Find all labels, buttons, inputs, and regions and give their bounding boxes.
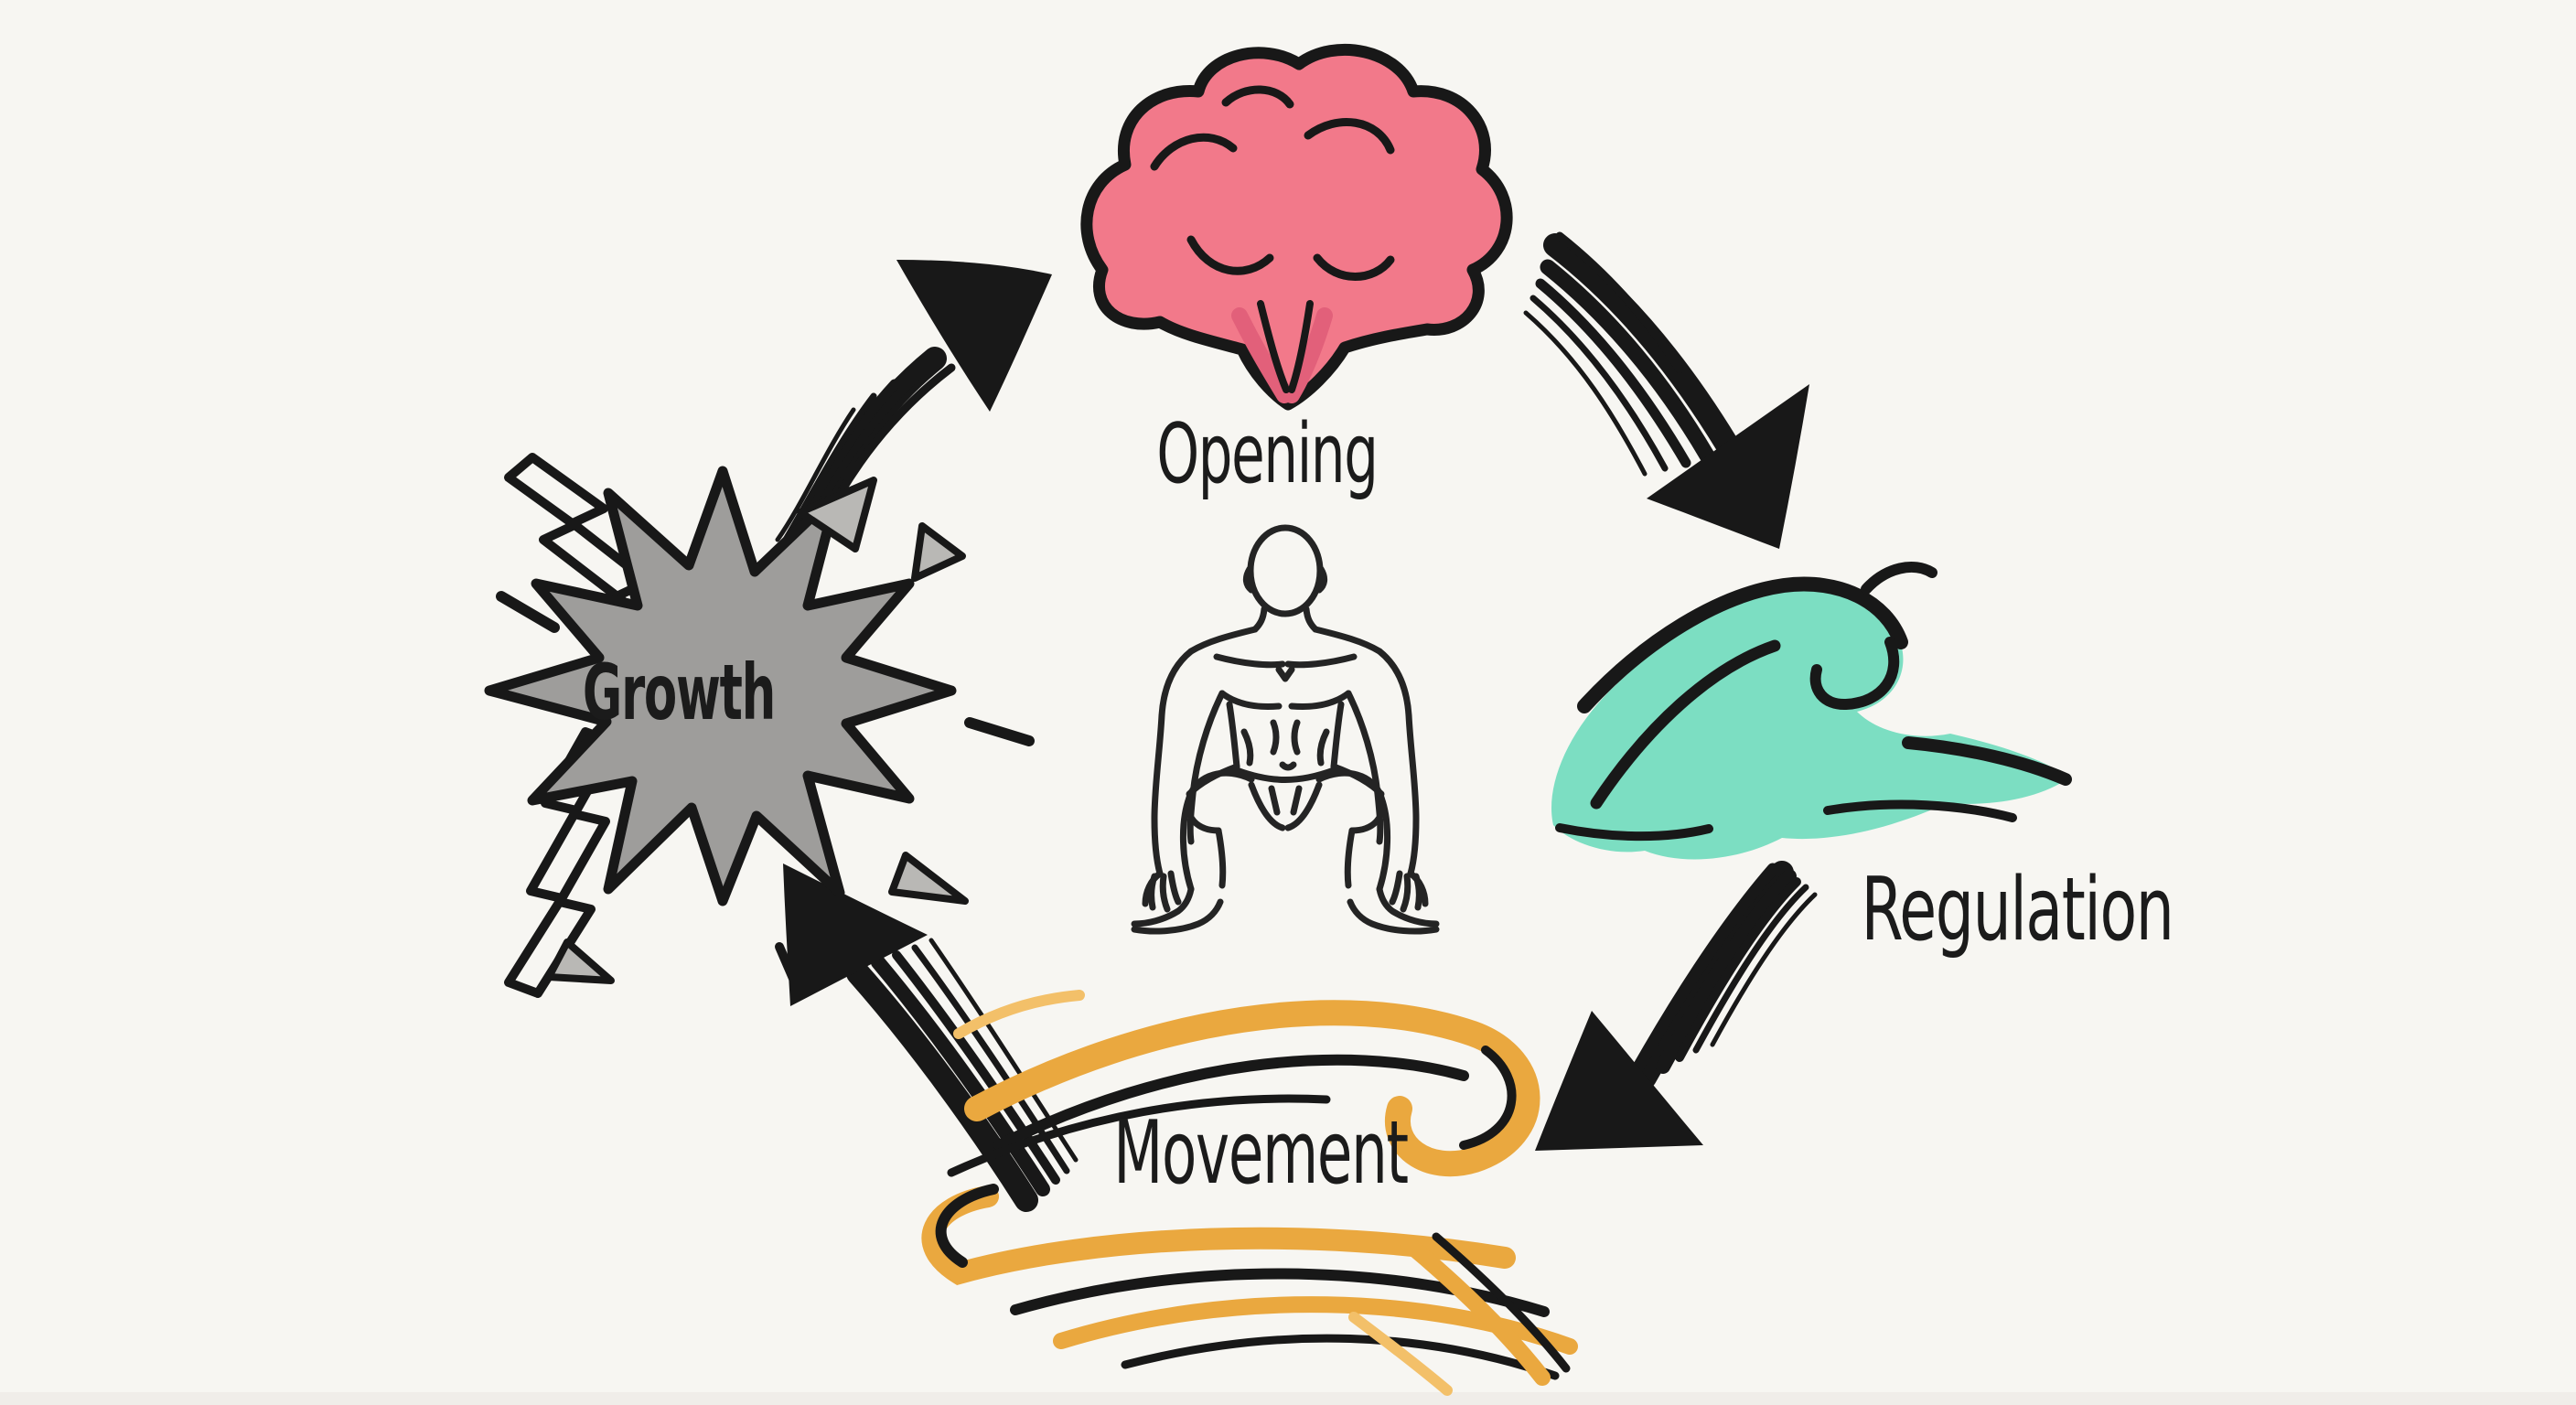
arrow-tail <box>846 961 1038 1212</box>
regulation-node: Regulation <box>1551 562 2174 960</box>
spark <box>964 717 1035 746</box>
wave-icon <box>1551 587 2069 860</box>
spark <box>888 852 969 905</box>
arrow-streak <box>911 944 1070 1174</box>
wave-base-line <box>1555 823 1713 842</box>
wave-sweep-line <box>1902 736 2072 786</box>
wave-crest-line <box>1577 576 1908 713</box>
swoosh-ink-line <box>1432 1232 1571 1373</box>
wind-swoosh-icon <box>1401 1236 1551 1386</box>
wave-tip-flick <box>1861 562 1937 595</box>
arrow-head <box>896 260 1052 412</box>
squatting-person-icon <box>1131 524 1440 935</box>
arrow-streak <box>1540 259 1715 464</box>
brain-shade <box>1231 307 1293 403</box>
movement-node: Movement <box>921 990 1578 1396</box>
figure-torso-sides <box>1226 701 1345 770</box>
figure-clavicles <box>1213 653 1358 682</box>
spark <box>797 477 877 552</box>
arrow-tail <box>1633 861 1794 1089</box>
arrow-streak <box>1535 278 1691 468</box>
arrow-opening-to-regulation <box>1523 231 1809 549</box>
swoosh-ink-line <box>993 1054 1469 1151</box>
swoosh-accent <box>1348 1312 1453 1396</box>
node-label-regulation: Regulation <box>1861 860 2173 960</box>
figure-left-hand <box>1142 870 1182 913</box>
brain-fold <box>1221 85 1294 109</box>
figure-right-foot <box>1347 885 1440 935</box>
brain-stem-line <box>1288 300 1314 393</box>
arrow-streak <box>835 363 956 499</box>
brain-stem-line <box>1257 300 1290 393</box>
arrow-streak <box>1523 310 1648 477</box>
wave-inner-line <box>1590 639 1781 810</box>
arrow-movement-to-growth <box>783 863 1079 1212</box>
node-label-opening: Opening <box>1156 405 1377 501</box>
figure-left-foot <box>1131 885 1224 935</box>
arrow-streak <box>1622 863 1779 1091</box>
bottom-band <box>0 1392 2576 1405</box>
arrow-streak <box>1530 295 1669 472</box>
figure-right-arm <box>1376 648 1420 877</box>
figure-abs <box>1240 719 1330 771</box>
spark <box>911 522 966 582</box>
brain-fold <box>1304 117 1395 155</box>
arrow-streak <box>892 950 1060 1185</box>
figure-pecs <box>1218 690 1352 710</box>
arrow-regulation-to-movement <box>1535 861 1818 1151</box>
figure-shoulders <box>1187 626 1383 655</box>
swoosh-ink-line <box>935 1184 999 1268</box>
figure-left-arm <box>1151 648 1195 877</box>
figure-shorts <box>1233 767 1337 831</box>
brain-fold <box>1313 253 1395 281</box>
arrow-streak <box>1555 231 1684 374</box>
brain-fold <box>1186 235 1274 275</box>
arrow-head <box>783 863 928 1006</box>
swoosh-ink-line <box>1121 1334 1560 1380</box>
wave-sweep-line <box>1823 799 2017 822</box>
figure-ears <box>1242 565 1328 594</box>
growth-node: Growth <box>484 453 1035 998</box>
arrow-streak <box>1692 884 1809 1054</box>
arrow-head <box>1535 1011 1703 1151</box>
arrow-streak <box>1656 869 1797 1074</box>
figure-left-shin <box>1179 794 1227 893</box>
arrow-streak <box>1675 877 1801 1062</box>
spark <box>545 938 615 984</box>
opening-node: Opening <box>1080 43 1513 501</box>
swoosh-ink-line <box>947 1094 1331 1177</box>
arrow-streak <box>779 392 877 548</box>
wave-curl-line <box>1809 637 1900 710</box>
arrow-streak <box>1710 892 1818 1047</box>
swoosh-accent <box>953 990 1085 1039</box>
lightning-bolt-icon <box>504 727 619 998</box>
spark <box>775 942 799 985</box>
arrow-tail <box>1543 233 1739 456</box>
arrow-head <box>1647 384 1809 549</box>
arrow-streak <box>775 407 856 542</box>
brain-fold <box>1150 133 1238 171</box>
figure-right-shin <box>1344 794 1391 893</box>
spark <box>496 591 560 633</box>
wind-swoosh-icon <box>964 1000 1540 1177</box>
node-label-movement: Movement <box>1113 1101 1408 1203</box>
arrow-streak <box>871 955 1050 1196</box>
figure-right-hand <box>1389 870 1429 913</box>
node-label-growth: Growth <box>583 648 775 737</box>
swoosh-ink-line <box>1459 1046 1517 1150</box>
